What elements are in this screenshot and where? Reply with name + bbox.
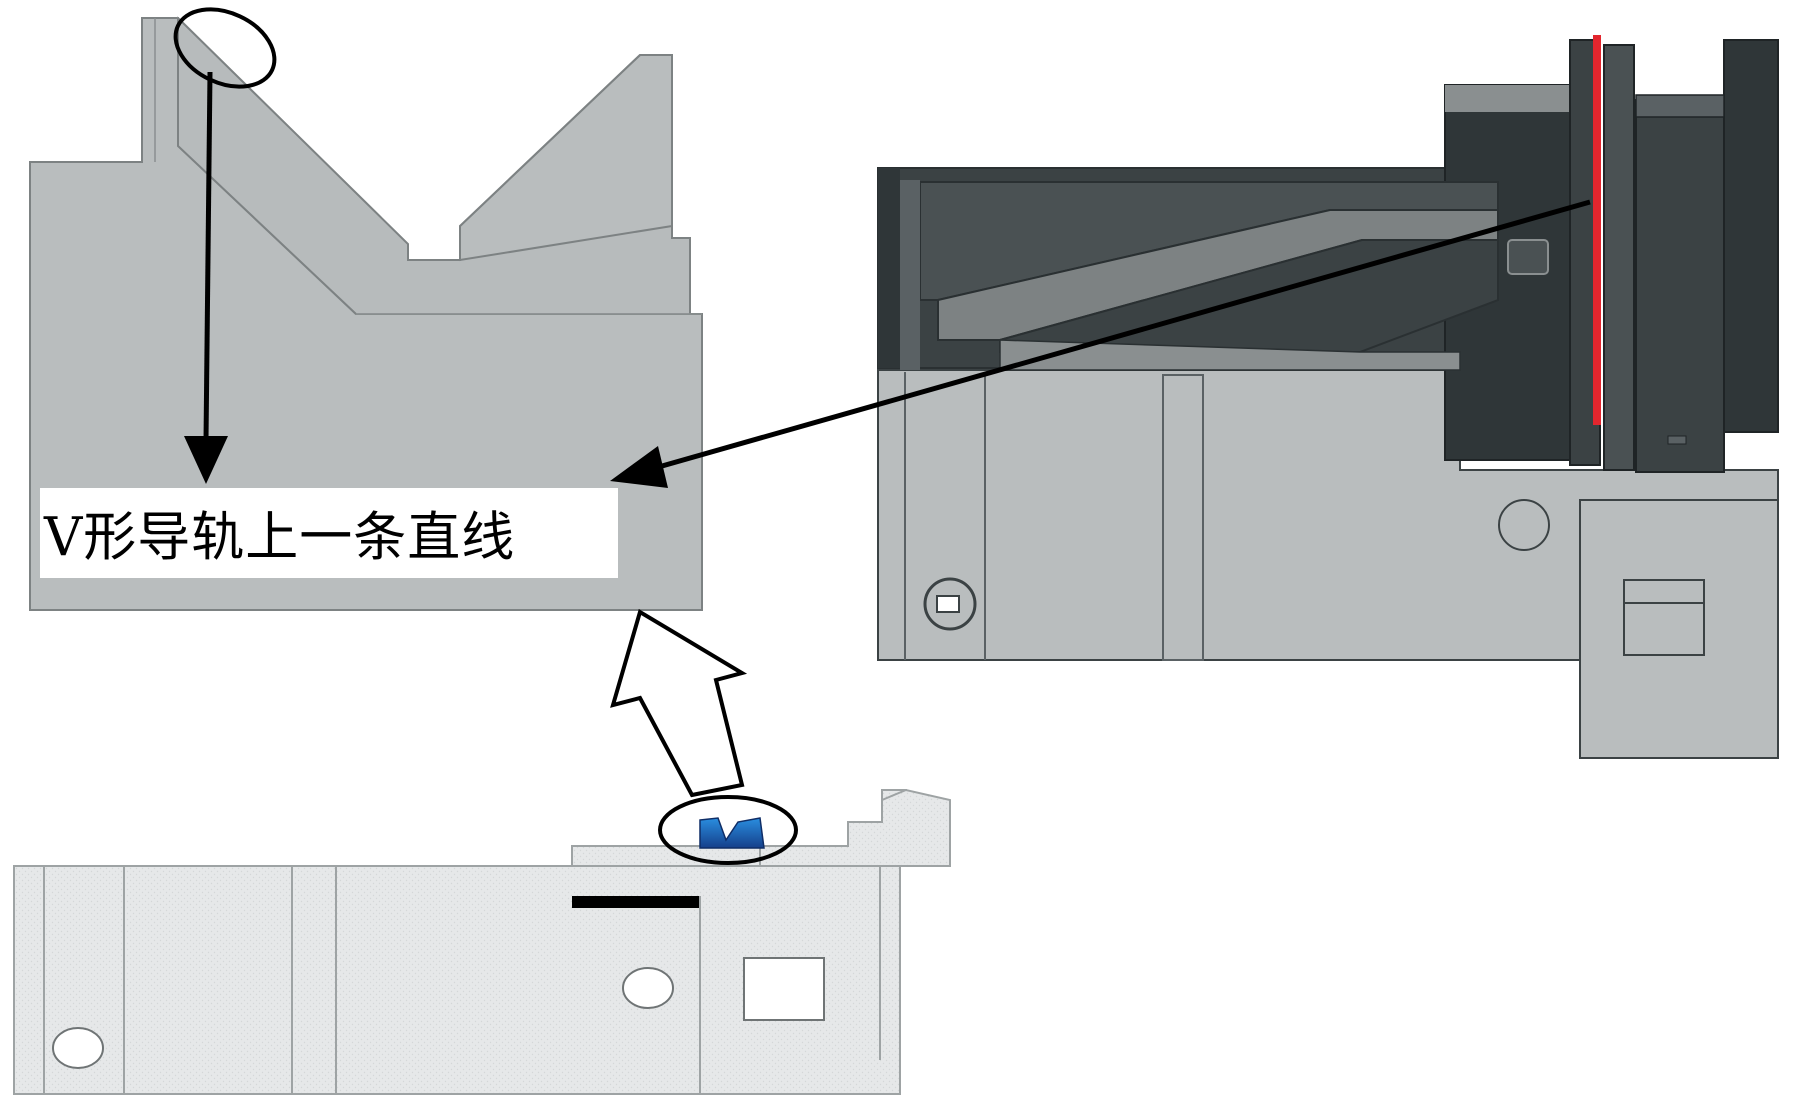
vertical-plate-red [1593,35,1601,425]
base-plate-black-strip [572,896,700,908]
base-plate-hole-left [52,1027,104,1069]
vertical-plate-3 [1635,99,1725,473]
assembly-hole-right [1498,499,1550,551]
housing-slot [1507,239,1549,275]
separator-bar-1 [1162,374,1204,661]
wedge-plate-lower [999,339,1461,371]
pointer-arrow-down [184,71,228,484]
assembly-section [877,35,1779,759]
v-groove-outline [177,17,691,315]
housing-left-frame [878,168,900,368]
vertical-plate-5 [1635,94,1725,118]
base-plate [13,788,951,1095]
annotation-label-box: V形导轨上一条直线 [40,488,618,578]
housing-light-panel [1445,85,1570,112]
base-plate-window [743,957,825,1021]
v-rail-right-shoulder [459,54,673,262]
hollow-block-arrow [610,608,748,798]
base-plate-hole-mid [622,967,674,1009]
callout-ellipse-bottom [658,795,798,865]
vertical-plate-2 [1603,44,1635,471]
v-block-icon [699,817,765,849]
plate-notch [1667,435,1687,445]
assembly-window [1623,579,1705,656]
vertical-plate-4 [1723,39,1779,433]
hole-insert [936,595,960,613]
annotation-label: V形导轨上一条直线 [44,507,516,568]
housing-left-inner [900,180,920,370]
pointer-arrow-diagonal [610,199,1591,488]
base-plate-right-tab [759,788,951,867]
